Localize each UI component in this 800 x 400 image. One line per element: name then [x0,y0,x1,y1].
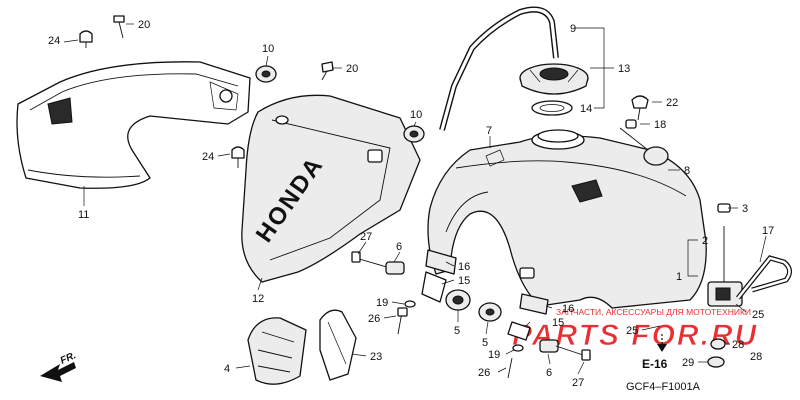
callout-11: 11 [78,209,89,221]
callout-19: 19 [488,349,500,361]
bolts [79,15,649,168]
callout-16: 16 [458,261,470,273]
callout-25: 25 [752,309,764,321]
callout-2: 2 [702,235,708,247]
callout-28: 28 [750,351,762,363]
callout-9: 9 [570,23,576,35]
callout-17: 17 [762,225,774,237]
callout-4: 4 [224,363,230,375]
mount-hardware-right [478,293,591,379]
part-12-tank-shroud: HONDA [241,94,421,283]
part-4-rubber-block [247,317,307,385]
part-10-grommet [255,65,425,143]
callout-27: 27 [360,231,372,243]
callout-16: 16 [562,303,574,315]
section-ref-label: E-16 [642,357,668,371]
callout-23: 23 [370,351,382,363]
callout-20: 20 [138,19,150,31]
callout-3: 3 [742,203,748,215]
callout-20: 20 [346,63,358,75]
callout-15: 15 [458,275,470,287]
callout-6: 6 [396,241,402,253]
callout-27: 27 [572,377,584,389]
callout-15: 15 [552,317,564,329]
leader-lines [63,23,767,375]
callout-7: 7 [486,125,492,137]
callout-28: 28 [732,339,744,351]
part-7-fuel-tank [427,129,707,309]
callout-8: 8 [684,165,690,177]
callout-labels: 20 24 10 20 11 24 12 10 7 9 13 14 22 18 … [48,19,774,389]
callout-29: 29 [682,357,694,369]
callout-12: 12 [252,293,264,305]
part-13-fuel-cap [519,63,589,95]
watermark: PARTS FOR.RU ЗАПЧАСТИ, АКСЕССУАРЫ ДЛЯ МО… [512,307,757,352]
part-11-side-cover [16,61,251,189]
callout-26: 26 [368,313,380,325]
callout-18: 18 [654,119,666,131]
callout-19: 19 [376,297,388,309]
part-8-valve-lever [619,119,669,166]
callout-25: 25 [626,325,638,337]
mount-hardware-left [351,249,471,335]
front-arrow-icon: FR. [40,350,78,382]
callout-24: 24 [48,35,60,47]
callout-14: 14 [580,103,592,115]
callout-24: 24 [202,151,214,163]
callout-5: 5 [454,325,460,337]
callout-13: 13 [618,63,630,75]
section-reference: E-16 [642,334,668,371]
watermark-caption: ЗАПЧАСТИ, АКСЕССУАРЫ ДЛЯ МОТОТЕХНИКИ [556,307,751,317]
callout-10: 10 [262,43,274,55]
part-23-rubber-strap [319,309,357,381]
front-label: FR. [59,350,78,367]
callout-22: 22 [666,97,678,109]
part-1-fuel-valve [707,203,792,368]
callout-1: 1 [676,271,682,283]
callout-26: 26 [478,367,490,379]
callout-10: 10 [410,109,422,121]
callout-5: 5 [482,337,488,349]
figure-code: GCF4–F1001A [626,381,701,393]
callout-6: 6 [546,367,552,379]
